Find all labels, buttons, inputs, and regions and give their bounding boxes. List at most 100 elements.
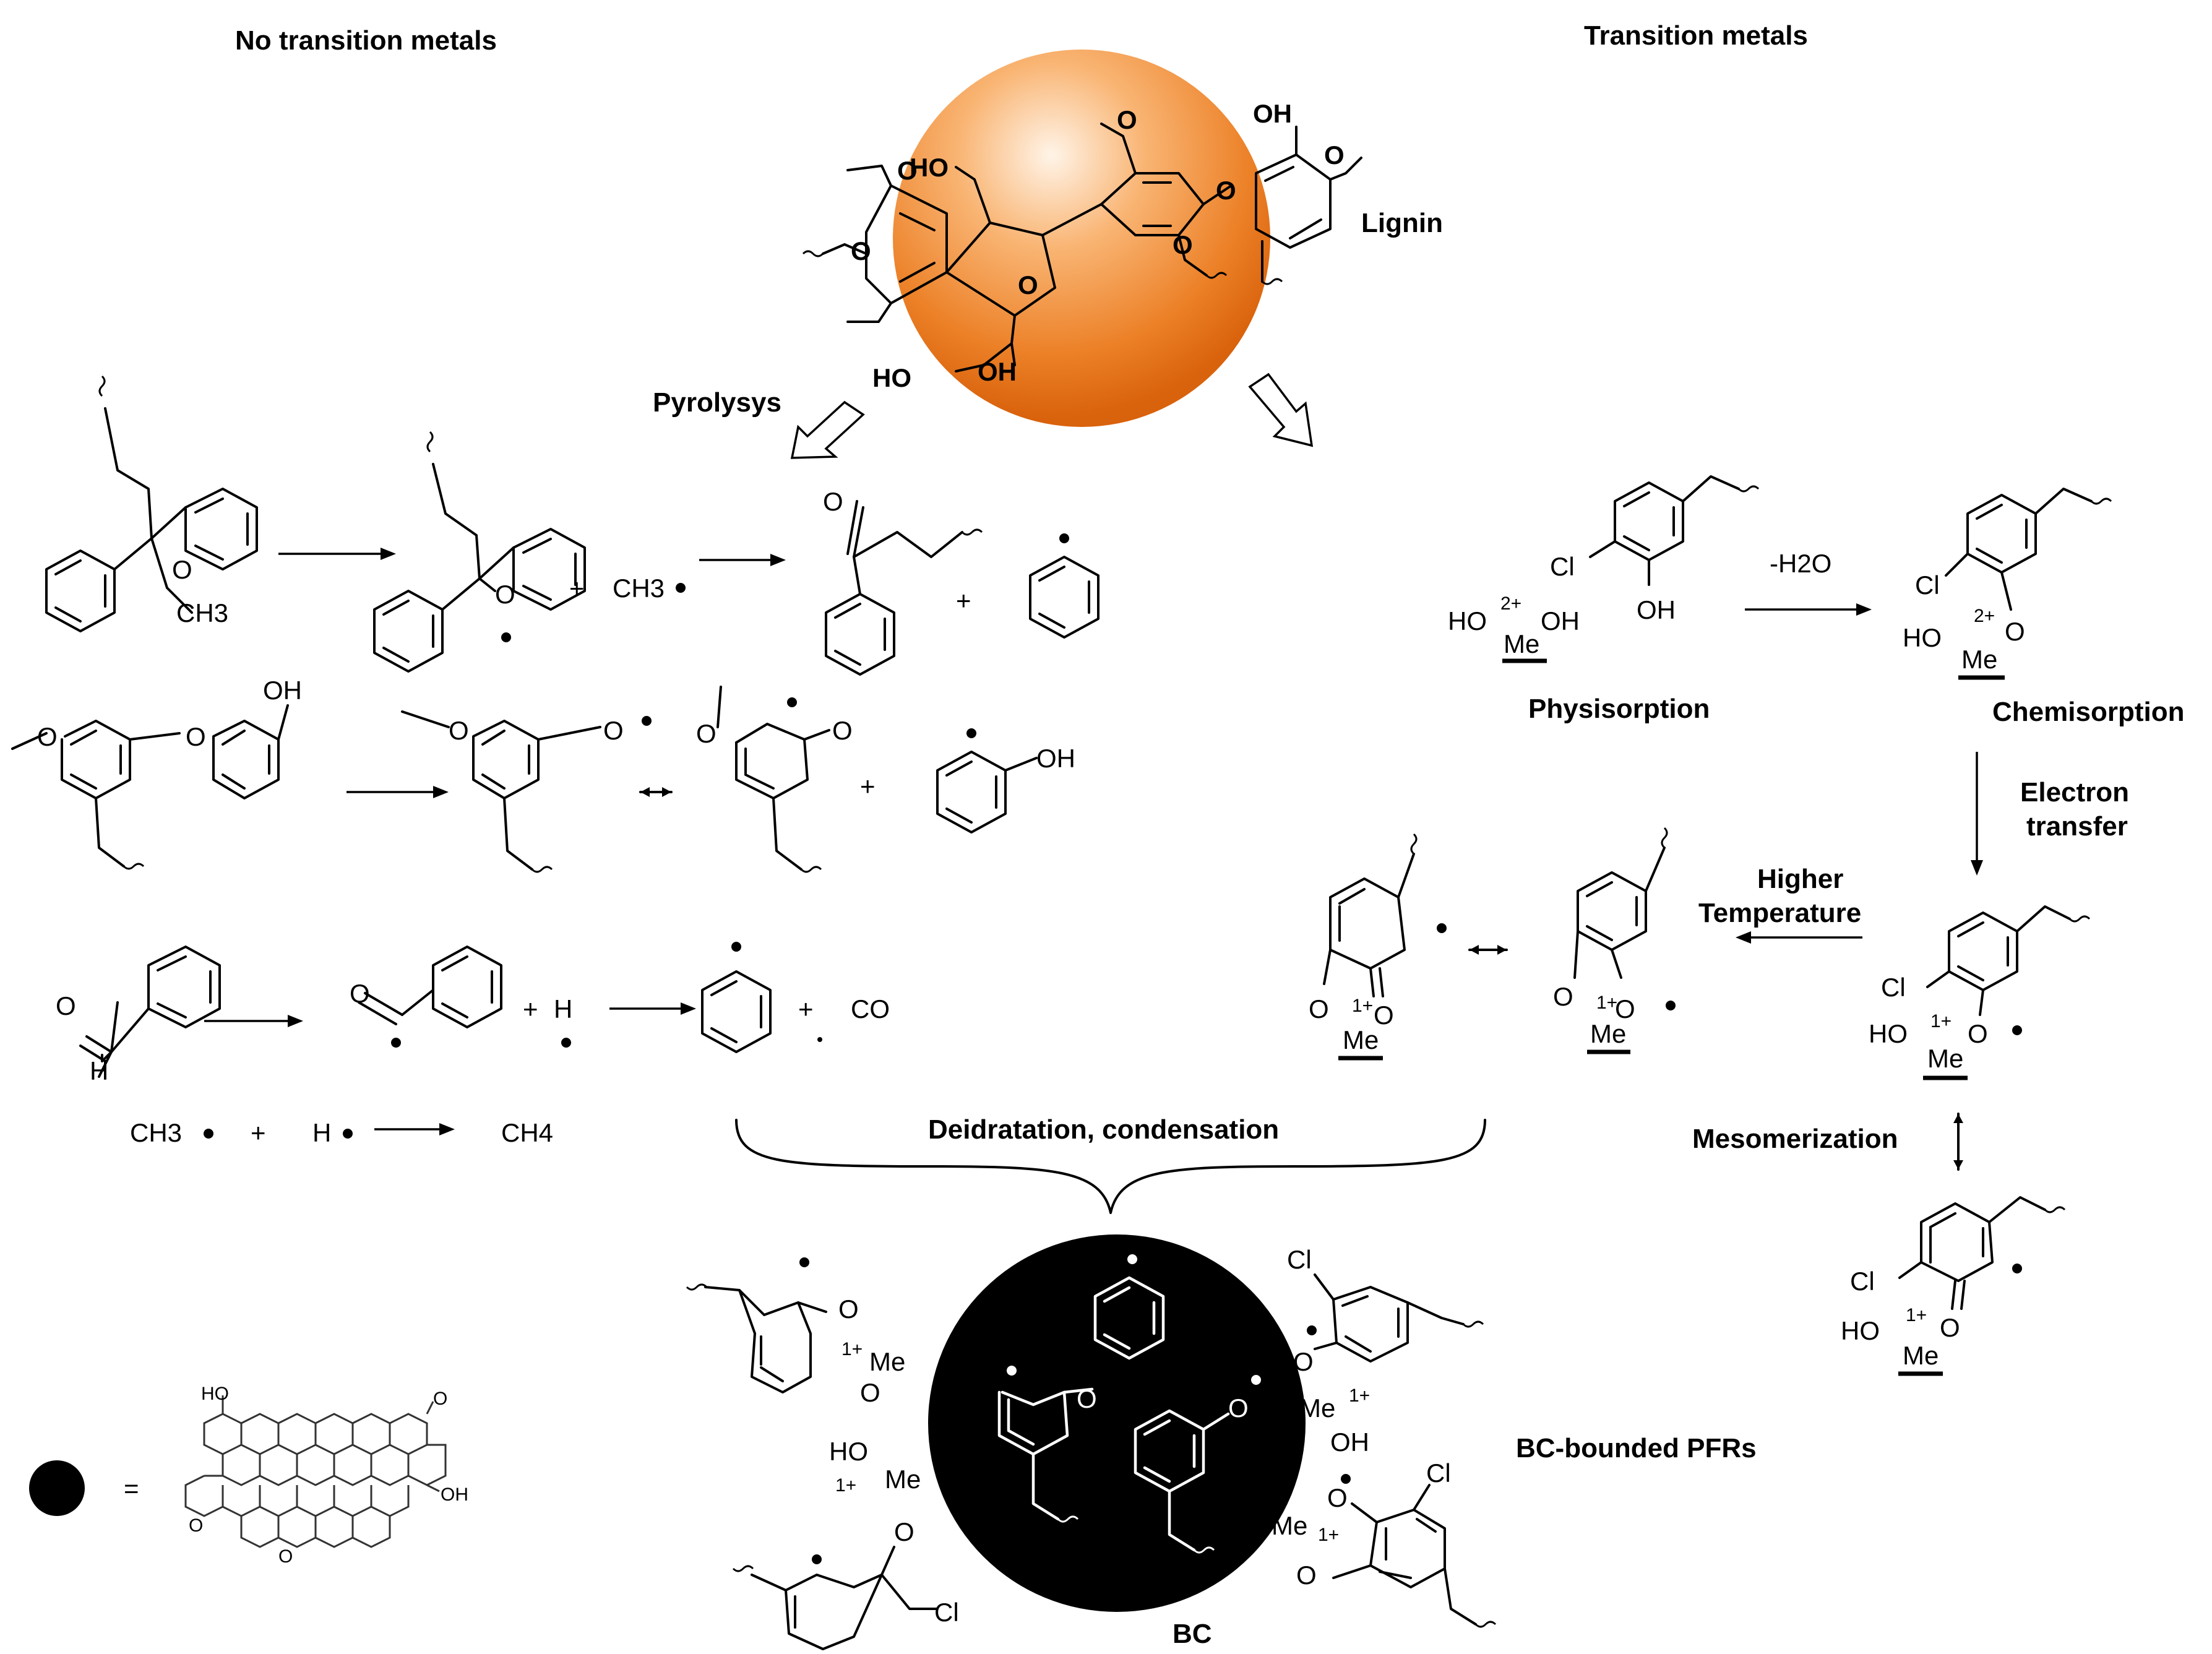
bc-ul-o1: O xyxy=(838,1294,859,1324)
bc-ul-charge: 1+ xyxy=(841,1339,863,1359)
bc-ur-me: Me xyxy=(1299,1393,1335,1423)
ht-o1: O xyxy=(1553,982,1573,1011)
et-ho: HO xyxy=(1869,1019,1908,1048)
lignin-oh-bottom: OH xyxy=(978,357,1017,386)
label-bc-bounded-pfrs: BC-bounded PFRs xyxy=(1516,1433,1757,1463)
lignin-group: O HO O O HO OH O O O OH O xyxy=(802,50,1362,427)
label-electron-2: transfer xyxy=(2026,811,2128,842)
row2-p1-o: O xyxy=(449,716,469,745)
graphene-o-top: O xyxy=(433,1389,447,1409)
row1-ch3: CH3 xyxy=(176,598,228,627)
row1-ch3-radical: CH3 xyxy=(613,574,665,603)
bc-ur-cl: Cl xyxy=(1287,1245,1312,1274)
label-lignin: Lignin xyxy=(1361,208,1443,238)
row1-radical-o: O xyxy=(495,580,515,609)
lignin-ho-bottom: HO xyxy=(872,363,911,392)
higher-temp-chelate: O O 1+ Me xyxy=(1553,827,1676,1054)
meso-ho: HO xyxy=(1841,1316,1880,1345)
row4-plus: + xyxy=(251,1118,266,1147)
row4-ch4: CH4 xyxy=(501,1118,553,1147)
chem-charge: 2+ xyxy=(1974,606,1995,626)
row4-ch3: CH3 xyxy=(130,1118,182,1147)
label-chemisorption: Chemisorption xyxy=(1992,697,2184,727)
label-higher-1: Higher xyxy=(1757,864,1843,894)
label-higher-2: Temperature xyxy=(1698,898,1861,928)
row2-p2-keto-o: O xyxy=(832,716,853,745)
et-cl: Cl xyxy=(1881,973,1906,1002)
graphene-fragment xyxy=(184,1395,447,1548)
row3-h-radical: H xyxy=(554,994,572,1023)
chem-o: O xyxy=(2005,617,2025,646)
bc-ll-o: O xyxy=(894,1517,914,1546)
row4-h: H xyxy=(312,1118,331,1147)
bc-ll-ho: HO xyxy=(829,1437,868,1466)
legend-equals: = xyxy=(124,1474,139,1503)
phys-me: Me xyxy=(1504,629,1539,658)
physisorption-complex: Cl OH HO 2+ Me OH xyxy=(1448,475,1760,663)
bc-keto-o: O xyxy=(1077,1384,1097,1413)
row2-o-methoxy: O xyxy=(37,722,58,751)
lignin-sphere xyxy=(893,50,1270,427)
bc-ll-me: Me xyxy=(885,1465,921,1494)
meso-me: Me xyxy=(1903,1341,1939,1370)
bc-ll-charge: 1+ xyxy=(835,1475,856,1496)
et-o: O xyxy=(1968,1019,1988,1048)
bc-phenoxy-o: O xyxy=(1228,1393,1249,1423)
bc-lr-cl: Cl xyxy=(1426,1458,1451,1488)
ht-me: Me xyxy=(1590,1019,1626,1048)
heading-no-transition-metals: No transition metals xyxy=(235,25,497,56)
bc-ur-o: O xyxy=(1293,1347,1314,1376)
hollow-arrow-left xyxy=(790,400,865,459)
bc-lr-charge: 1+ xyxy=(1318,1525,1339,1545)
row3-h: H xyxy=(90,1056,108,1085)
row2-p1-radical-o: O xyxy=(603,716,624,745)
row2-o-ether: O xyxy=(186,722,206,751)
lignin-o-right: O xyxy=(1324,140,1345,170)
meso-charge: 1+ xyxy=(1906,1305,1927,1325)
row3-reaction: O H O + H + CO xyxy=(56,942,890,1085)
row1-plus-2: + xyxy=(956,586,971,615)
meso-cl: Cl xyxy=(1850,1267,1875,1296)
row3-plus-1: + xyxy=(523,994,538,1023)
row2-p2-o: O xyxy=(696,719,717,748)
lignin-oh-right: OH xyxy=(1253,99,1292,128)
ht-o2: O xyxy=(1615,994,1635,1023)
chem-me: Me xyxy=(1961,645,1997,674)
higher-temp-keto-chelate: O O 1+ Me xyxy=(1309,833,1447,1061)
phys-cl: Cl xyxy=(1550,552,1575,581)
row3-plus-2: + xyxy=(798,994,814,1023)
et-charge: 1+ xyxy=(1930,1011,1952,1032)
htk-o2: O xyxy=(1374,1001,1394,1030)
row2-plus: + xyxy=(860,772,876,801)
lignin-o-lower: O xyxy=(1173,230,1193,259)
label-physisorption: Physisorption xyxy=(1528,694,1710,724)
row3-p1-o: O xyxy=(350,979,370,1008)
heading-transition-metals: Transition metals xyxy=(1584,20,1808,51)
bc-lr-me: Me xyxy=(1272,1511,1307,1540)
ht-charge: 1+ xyxy=(1596,993,1617,1013)
row1-reaction: O CH3 O + CH3 O + xyxy=(45,375,1100,676)
condensation-brace xyxy=(735,1119,1486,1214)
lignin-o-top: O xyxy=(1117,105,1137,134)
row2-reaction: O O OH O O O O + OH xyxy=(11,676,1075,873)
label-pyrolysis: Pyrolysys xyxy=(653,387,781,418)
graphene-o-bottom: O xyxy=(278,1546,293,1567)
chem-cl: Cl xyxy=(1915,571,1940,600)
lignin-ho-top: HO xyxy=(910,153,949,182)
lignin-o-methoxy: O xyxy=(897,156,918,185)
graphene-oh: OH xyxy=(441,1484,468,1505)
row2-phenol-oh: OH xyxy=(1036,744,1075,773)
row1-ketone-o: O xyxy=(823,487,843,516)
row3-o: O xyxy=(56,991,76,1020)
phys-charge: 2+ xyxy=(1500,593,1521,614)
label-deidratation: Deidratation, condensation xyxy=(928,1114,1279,1145)
bc-ll-cl: Cl xyxy=(934,1598,959,1627)
bc-sphere xyxy=(928,1234,1306,1612)
meso-o: O xyxy=(1940,1313,1960,1342)
bc-group: O O xyxy=(928,1234,1306,1612)
bc-ur-charge: 1+ xyxy=(1349,1385,1370,1406)
phys-me-oh: OH xyxy=(1541,606,1580,635)
label-minus-water: -H2O xyxy=(1770,549,1831,578)
label-electron-1: Electron xyxy=(2020,777,2129,808)
